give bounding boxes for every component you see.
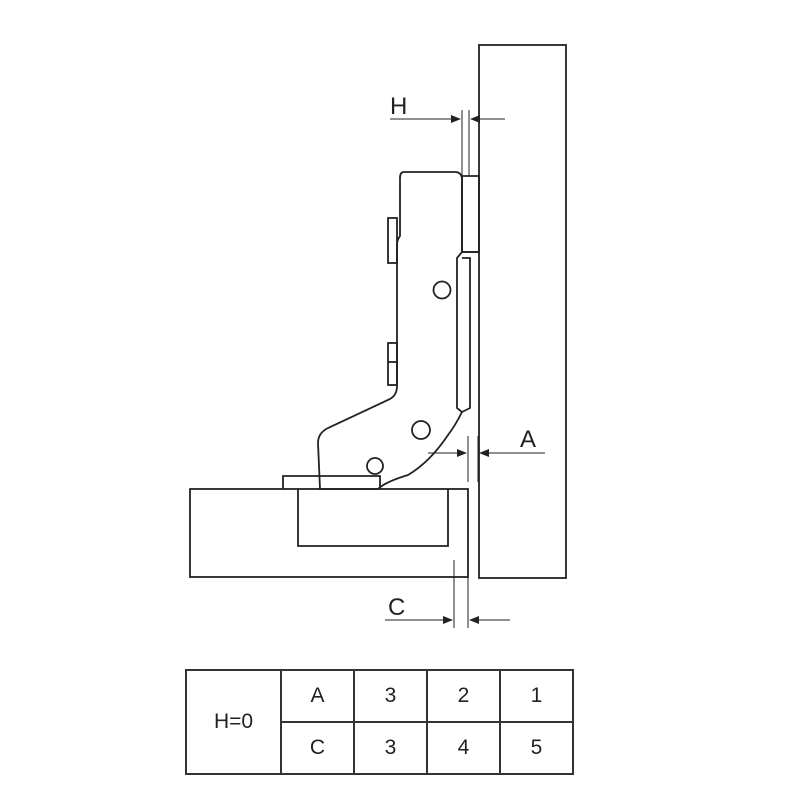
table-cell: 5 <box>499 721 574 775</box>
table-cell: 3 <box>353 669 428 723</box>
mounting-plate <box>461 175 480 253</box>
hinge-cup-recess <box>297 489 449 547</box>
rivet-upper <box>432 280 452 300</box>
table-cell: 3 <box>353 721 428 775</box>
table-cell: 1 <box>499 669 574 723</box>
cup-flange <box>282 475 381 489</box>
spec-table: H=0 A 3 2 1 C 3 4 5 <box>185 669 574 775</box>
dimension-c <box>385 560 510 628</box>
hinge-arm-channel <box>461 257 471 413</box>
dimension-c-label: C <box>388 594 405 621</box>
table-row: C 3 4 5 <box>186 721 574 775</box>
row-key-c: C <box>280 721 355 775</box>
rivet-lower <box>366 457 384 475</box>
table-row: H=0 A 3 2 1 <box>185 669 574 775</box>
dimension-h <box>390 110 505 176</box>
adjustment-tab-lower <box>387 342 398 386</box>
dimension-a-label: A <box>520 426 536 453</box>
condition-cell: H=0 <box>185 669 282 775</box>
adjustment-tab-upper <box>387 217 398 264</box>
row-key-a: A <box>280 669 355 723</box>
dimension-h-label: H <box>390 93 407 120</box>
rivet-middle <box>411 420 431 440</box>
cabinet-side-panel <box>478 44 567 579</box>
door-panel <box>189 488 469 578</box>
table-cell: 2 <box>426 669 501 723</box>
dimension-a <box>428 436 545 482</box>
table-cell: 4 <box>426 721 501 775</box>
hinge-arm <box>317 171 464 490</box>
